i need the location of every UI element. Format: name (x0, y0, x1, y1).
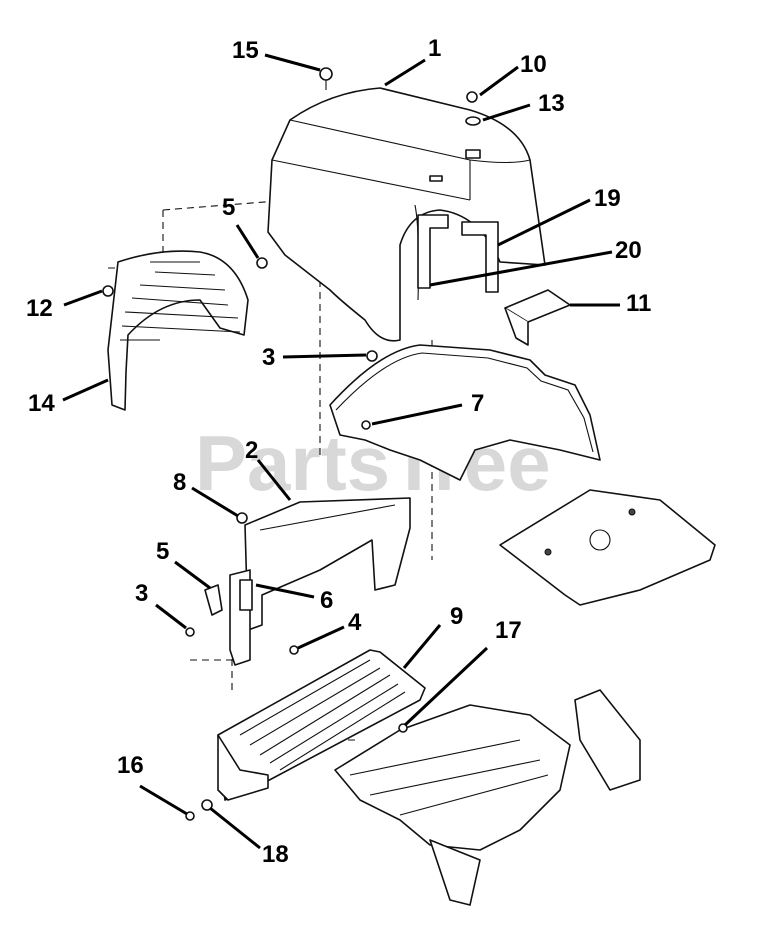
callout-11: 11 (626, 290, 651, 317)
fasteners (185, 67, 481, 821)
callout-4: 4 (348, 609, 362, 636)
callout-14: 14 (28, 390, 55, 417)
footrest-part (217, 649, 426, 801)
grille-part (107, 250, 249, 411)
callout-18: 18 (262, 841, 289, 868)
callout-17: 17 (495, 617, 522, 644)
callout-13: 13 (538, 90, 565, 117)
callout-3: 3 (262, 344, 275, 371)
callout-20: 20 (615, 237, 642, 264)
dash-panel-part (229, 497, 411, 666)
chassis-part (334, 689, 641, 906)
callout-9: 9 (450, 603, 463, 630)
callout-16: 16 (117, 752, 144, 779)
hood-part (267, 87, 546, 342)
callout-15: 15 (232, 37, 259, 64)
frame-plate-part (499, 489, 716, 606)
callout-7: 7 (471, 390, 484, 417)
bracket-part (504, 289, 571, 346)
callout-5: 5 (222, 194, 235, 221)
callout-3b: 3 (135, 580, 148, 607)
callout-5b: 5 (156, 538, 169, 565)
nut-12 (102, 285, 114, 297)
leader-lines (62, 53, 620, 850)
frame-rail-part (329, 344, 601, 481)
callout-labels: 15 1 10 13 5 19 20 12 11 3 14 7 2 8 5 6 … (26, 35, 651, 868)
callout-6: 6 (320, 587, 333, 614)
callout-2: 2 (245, 437, 258, 464)
callout-1: 1 (428, 35, 441, 62)
callout-19: 19 (594, 185, 621, 212)
callout-8: 8 (173, 469, 186, 496)
callout-10: 10 (520, 51, 547, 78)
callout-12: 12 (26, 295, 53, 322)
